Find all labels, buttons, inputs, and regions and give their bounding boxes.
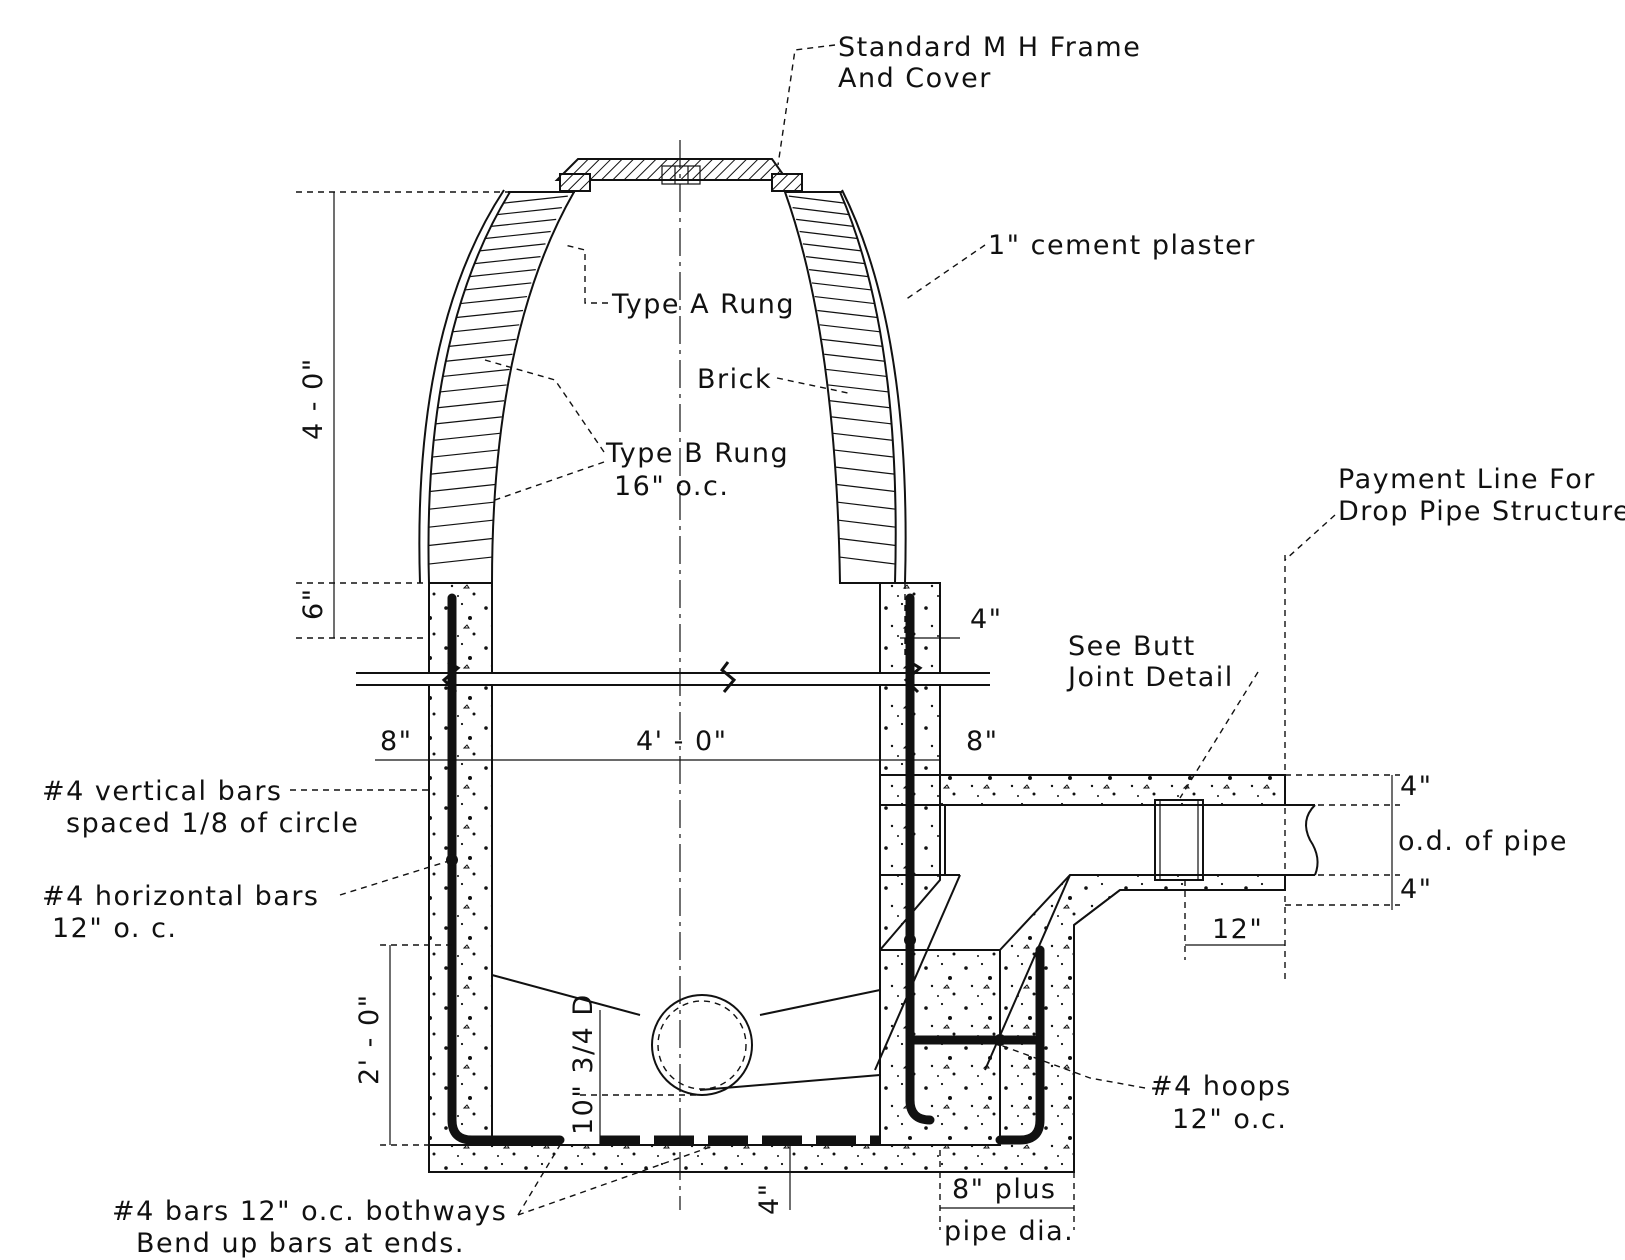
see-butt-label-2: Joint Detail [1066,662,1234,693]
brick-course-line [805,255,866,265]
brick-course-line [817,309,878,319]
brick-course-line [835,466,895,475]
brick-course-line [440,384,507,393]
brick-course-line [819,324,881,333]
bench-height-dim: 2' - 0" [354,993,385,1085]
brick-courses [428,195,896,565]
bottom-bars-label-1: #4 bars 12" o.c. bothways [112,1196,507,1227]
brick-course-line [442,368,510,378]
brick-course-line [456,309,524,319]
collar-height-dim: 6" [298,587,329,620]
brick-course-line [828,384,889,393]
pipe-top-cover-dim: 4" [1400,771,1433,802]
brick-course-line [829,400,891,409]
brick-course-line [831,416,892,425]
brick-course-line [437,400,505,409]
see-butt-label-1: See Butt [1068,631,1196,662]
plaster-offset-dim: 4" [970,604,1003,635]
brick-course-line [788,195,845,204]
hoops-label-1: #4 hoops [1150,1071,1292,1102]
brick-course-line [479,243,546,252]
brick-course-line [464,282,532,291]
brick-course-line [821,338,883,347]
frame-cover-label-1: Standard M H Frame [838,32,1141,63]
dimension-lines [296,192,1400,1230]
brick-course-line [433,432,500,441]
brick-course-line [799,230,858,240]
vertical-bars-label-2: spaced 1/8 of circle [66,808,359,839]
base-thickness-dim: 4" [754,1182,785,1215]
brick-course-line [808,269,869,278]
brick-course-line [792,207,850,216]
frame-cover-label-2: And Cover [838,63,992,94]
brick-course-line [503,195,568,204]
brick-course-line [430,466,497,475]
brick-course-line [839,537,896,547]
brick-course-line [485,230,551,240]
horizontal-bars-label-2: 12" o. c. [52,913,178,944]
brick-course-line [445,353,513,362]
drop-width-dim-1: 8" plus [952,1174,1057,1205]
brick-course-line [802,243,862,252]
payment-line-label-2: Drop Pipe Structure [1338,496,1625,527]
dimension-labels: 4 - 0" 6" 4' - 0" 8" 8" 4" 2' - 0" 10" 3… [298,357,1433,1247]
brick-course-line [496,207,562,216]
brick-label: Brick [697,364,772,395]
brick-course-line [836,483,896,493]
type-b-rung-label-1: Type B Rung [605,438,789,469]
wall-right-dim: 8" [966,726,999,757]
brick-course-line [428,537,493,547]
brick-course-line [826,368,887,378]
inside-diameter-dim: 4' - 0" [636,726,728,757]
callout-labels: Standard M H Frame And Cover 1" cement p… [42,32,1625,1259]
brick-course-line [428,556,493,565]
brick-course-line [811,282,872,291]
brick-cone [296,189,907,584]
brick-course-line [838,519,896,528]
brick-course-line [452,324,520,333]
brick-course-line [796,218,854,227]
pipe-bottom-cover-dim: 4" [1400,874,1433,905]
invert-dim: 10" 3/4 D [568,993,599,1135]
leader-lines [290,44,1336,1216]
brick-course-line [429,483,496,493]
hoops-label-2: 12" o.c. [1172,1104,1287,1135]
vertical-bars-label-1: #4 vertical bars [42,776,283,807]
bottom-bars-label-2: Bend up bars at ends. [136,1228,465,1259]
horizontal-bars-label-1: #4 horizontal bars [42,881,320,912]
brick-course-line [435,416,502,425]
brick-course-line [428,519,494,528]
od-of-pipe-label: o.d. of pipe [1398,826,1568,857]
brick-course-line [432,449,499,458]
type-a-rung-label: Type A Rung [611,289,795,320]
manhole-frame-and-cover [554,158,803,192]
wall-left-dim: 8" [380,726,413,757]
cone-height-dim: 4 - 0" [298,357,329,440]
brick-course-line [837,501,896,510]
base-and-drop [428,774,1319,1173]
brick-course-line [474,255,541,265]
brick-course-line [429,501,495,510]
payment-line-label-1: Payment Line For [1338,464,1596,495]
brick-course-line [824,353,885,362]
type-b-rung-label-2: 16" o.c. [614,471,729,502]
pipe-extension-dim: 12" [1212,914,1263,945]
brick-course-line [834,449,894,458]
cement-plaster-label: 1" cement plaster [988,230,1256,261]
brick-course-line [448,338,516,347]
brick-course-line [839,556,896,565]
brick-course-line [814,295,875,305]
drop-width-dim-2: pipe dia. [944,1216,1074,1247]
brick-course-line [833,432,893,441]
brick-course-line [469,269,536,278]
brick-course-line [490,218,557,227]
brick-course-line [460,295,528,305]
reinforcement [446,593,1045,1145]
